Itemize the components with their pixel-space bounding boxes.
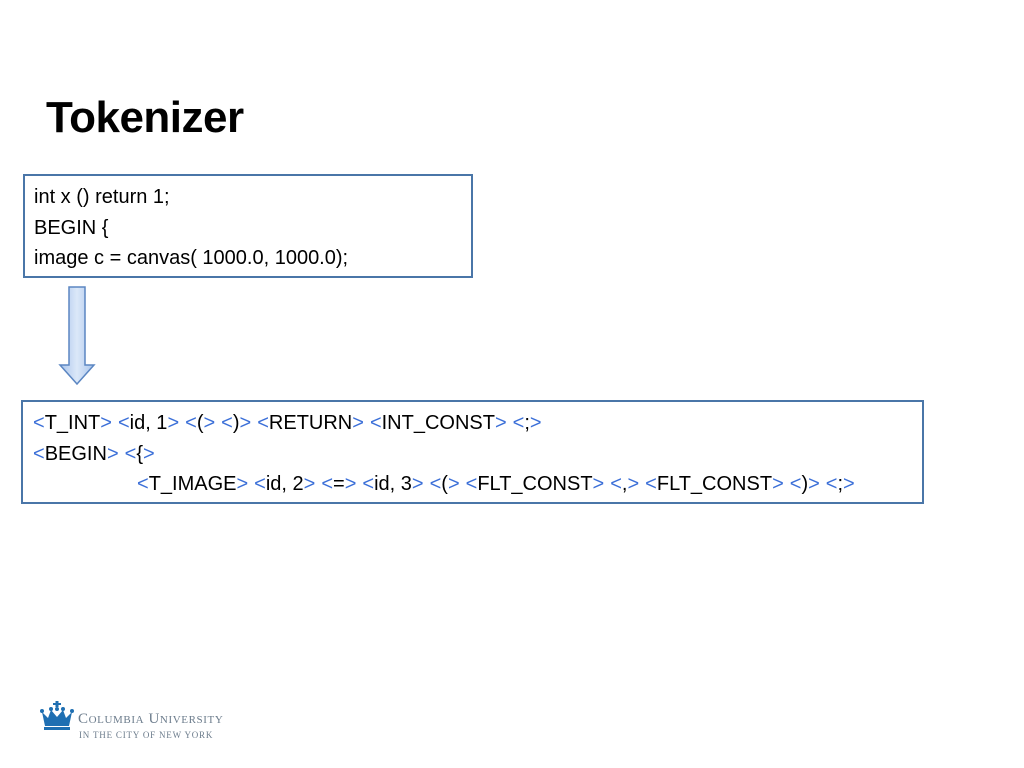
token-open-bracket: <: [369, 412, 382, 434]
token: <)>: [221, 412, 251, 434]
token-close-bracket: >: [529, 412, 542, 434]
token-open-bracket: <: [789, 473, 802, 495]
source-code-box: int x () return 1; BEGIN { image c = can…: [23, 174, 473, 278]
token-line: <T_IMAGE><id, 2><=><id, 3><(><FLT_CONST>…: [33, 469, 912, 500]
source-line: image c = canvas( 1000.0, 1000.0);: [34, 247, 349, 269]
token: <id, 1>: [118, 412, 179, 434]
source-line: BEGIN {: [34, 216, 109, 239]
token-close-bracket: >: [303, 473, 316, 495]
token-open-bracket: <: [645, 473, 657, 495]
university-tagline: IN THE CITY OF NEW YORK: [79, 730, 214, 740]
token: <;>: [826, 473, 855, 495]
token-text: id, 3: [374, 473, 412, 495]
source-line: int x () return 1;: [34, 186, 170, 208]
token: <,>: [610, 473, 639, 495]
token: <(>: [430, 473, 460, 495]
token-open-bracket: <: [610, 473, 622, 495]
token: <)>: [790, 473, 820, 495]
token-open-bracket: <: [124, 442, 137, 465]
token-close-bracket: >: [239, 412, 252, 434]
token-text: T_IMAGE: [148, 473, 237, 495]
token-text: FLT_CONST: [656, 473, 773, 495]
token-text: (: [196, 412, 204, 434]
token: <{>: [125, 443, 155, 465]
token-close-bracket: >: [627, 473, 640, 495]
token: <id, 3>: [362, 473, 423, 495]
token-text: BEGIN: [44, 442, 107, 465]
token-text: T_INT: [44, 412, 101, 434]
token-open-bracket: <: [429, 473, 442, 495]
token: <(>: [185, 412, 215, 434]
token: <id, 2>: [254, 473, 315, 495]
token-close-bracket: >: [808, 473, 820, 495]
token-close-bracket: >: [411, 473, 424, 495]
token-text: ;: [837, 473, 844, 495]
down-arrow-icon: [58, 286, 96, 386]
token-close-bracket: >: [143, 442, 155, 465]
token-text: =: [333, 473, 345, 495]
token: <T_IMAGE>: [137, 473, 248, 495]
token-close-bracket: >: [106, 442, 119, 465]
token-line: <T_INT><id, 1><(><)><RETURN><INT_CONST><…: [33, 408, 912, 439]
token-close-bracket: >: [203, 412, 216, 434]
token-open-bracket: <: [33, 412, 45, 434]
token-open-bracket: <: [117, 412, 130, 434]
token: <FLT_CONST>: [466, 473, 605, 495]
token-text: FLT_CONST: [477, 473, 593, 495]
token-open-bracket: <: [825, 473, 838, 495]
crown-icon: [40, 701, 74, 730]
token-text: ): [801, 473, 809, 495]
token: <T_INT>: [33, 412, 112, 434]
token-text: {: [136, 442, 143, 465]
slide-title: Tokenizer: [46, 93, 244, 142]
token: <;>: [513, 412, 542, 434]
token-open-bracket: <: [257, 412, 269, 434]
token-text: ): [232, 412, 240, 434]
token-line: <BEGIN><{>: [33, 439, 912, 470]
token-open-bracket: <: [321, 473, 334, 495]
token: <RETURN>: [257, 412, 364, 434]
token-close-bracket: >: [494, 412, 507, 434]
university-name: Columbia University: [78, 711, 224, 727]
token: <=>: [321, 473, 356, 495]
token-open-bracket: <: [254, 473, 266, 495]
token-text: (: [441, 473, 448, 495]
token-text: INT_CONST: [381, 412, 495, 434]
token-close-bracket: >: [352, 412, 364, 434]
token-open-bracket: <: [512, 412, 525, 434]
token-text: ;: [524, 412, 530, 434]
token: <FLT_CONST>: [645, 473, 784, 495]
token-open-bracket: <: [33, 442, 45, 465]
university-logo: Columbia University IN THE CITY OF NEW Y…: [40, 700, 260, 748]
token: <BEGIN>: [33, 443, 119, 465]
token-close-bracket: >: [447, 473, 460, 495]
token-close-bracket: >: [100, 412, 112, 434]
token-close-bracket: >: [843, 473, 855, 495]
token-close-bracket: >: [772, 473, 784, 495]
token-output-box: <T_INT><id, 1><(><)><RETURN><INT_CONST><…: [21, 400, 924, 504]
token-open-bracket: <: [465, 473, 478, 495]
token-open-bracket: <: [362, 473, 375, 495]
token-open-bracket: <: [185, 412, 197, 434]
token-text: id, 2: [265, 473, 304, 495]
token-close-bracket: >: [344, 473, 357, 495]
token-open-bracket: <: [137, 473, 149, 495]
token-text: ,: [621, 473, 628, 495]
token-text: id, 1: [129, 412, 168, 434]
token-close-bracket: >: [167, 412, 180, 434]
token-text: RETURN: [268, 412, 353, 434]
token: <INT_CONST>: [370, 412, 507, 434]
token-close-bracket: >: [592, 473, 605, 495]
token-open-bracket: <: [221, 412, 233, 434]
token-close-bracket: >: [236, 473, 249, 495]
